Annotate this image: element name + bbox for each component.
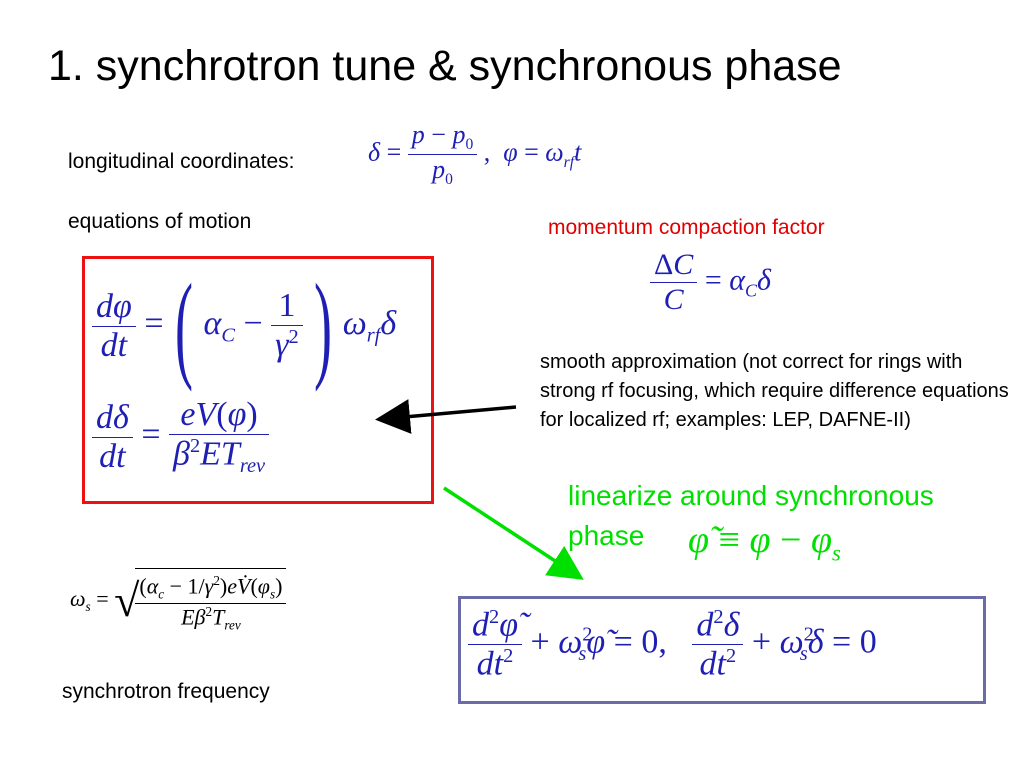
compaction-label: momentum compaction factor	[548, 216, 825, 239]
linearize-label-line1: linearize around synchronous	[568, 480, 934, 511]
synchrotron-frequency-label: synchrotron frequency	[62, 680, 270, 703]
phase-deviation-definition: φ̃ ≡ φ − φs	[688, 519, 841, 566]
longitudinal-label: longitudinal coordinates:	[68, 150, 295, 173]
smooth-approximation-note: smooth approximation (not correct for ri…	[540, 351, 1009, 431]
pointer-arrow-green	[443, 486, 584, 580]
linearize-label-line2: phase	[568, 520, 645, 551]
pointer-arrow-black	[375, 399, 517, 434]
linearized-equations-box	[458, 596, 986, 704]
slide-title: 1. synchrotron tune & synchronous phase	[48, 42, 842, 90]
equations-label: equations of motion	[68, 210, 252, 233]
synchrotron-frequency-equation: ωs = √(αc − 1/γ2)eV̇(φs)Eβ2Trev	[70, 568, 287, 633]
equations-of-motion-box	[82, 256, 434, 504]
